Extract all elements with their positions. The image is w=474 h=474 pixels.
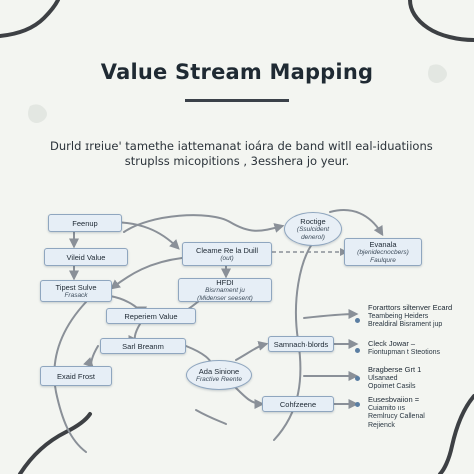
page-subtitle: Durld ɪrɐiue' tamethe iattemanat ioára d… [50,139,433,169]
node-feenup-label: Feenup [72,218,98,228]
node-samnach[interactable]: Samnach·blords [268,336,334,352]
node-roctige-sub2: denerol) [301,233,325,241]
connector-ada-to-samnach [235,340,269,361]
note-3-sub2: Opoimet Casils [368,383,416,390]
note-1: Forarttors siltenver Ecard Teambeing Hei… [368,303,453,330]
note-1-sub: Teambeing Heiders [368,312,429,320]
node-sarl-label: Sarl Breanm [122,341,164,351]
note-2-sub: Fiontupman t Steotions [368,348,440,356]
connector-sarl-to-exaid [83,345,99,368]
node-ada-sinione[interactable]: Ada Sinione Fractive Reente [186,360,252,390]
node-tipest-sub: Frasack [64,291,88,299]
node-hfdi-sub2: (Midenser seesent) [197,294,253,302]
node-roctige-sub: (Ssulcident [296,226,330,233]
note-2-dot [355,348,360,353]
node-samnach-label: Samnach·blords [273,339,329,349]
node-evanala-sub2: Faulqure [370,256,396,264]
node-cleame[interactable]: Cleame Re la Duill (out) [182,242,272,266]
page-title: Value Stream Mapping [100,60,374,84]
note-4-lead: Eusesbvaiion = [368,395,420,404]
node-vileid-label: Vileid Value [66,252,106,262]
connector-cleame-to-tipest [110,257,183,290]
note-3-label: Bragberse Grt 1 [368,365,422,374]
node-evanala-label: Evanala [369,240,397,249]
note-2-label: Cleck Jowar – [368,339,416,348]
subtitle-line-2: struplss micopitions , 3esshera jo yeur. [124,154,350,168]
note-4-sub2: Rejienck [368,421,395,429]
node-exaid-frost[interactable]: Exaid Frost [40,366,112,386]
node-cleame-label: Cleame Re la Duill [195,245,259,255]
subtitle-line-1: Durld ɪrɐiue' tamethe iattemanat ioára d… [50,139,433,153]
node-sarl-breanm[interactable]: Sarl Breanm [100,338,186,354]
note-2: Cleck Jowar – Fiontupman t Steotions [368,339,440,357]
node-roctige[interactable]: Roctige (Ssulcident denerol) [284,212,342,246]
note-4-dot [355,402,360,407]
connector-to-note1 [303,309,359,320]
node-cohfzeene-label: Cohfzeene [279,399,317,409]
node-cohfzeene[interactable]: Cohfzeene [262,396,334,412]
node-hfdi-label: HFDI [216,278,234,287]
connector-loop-to-roctige [123,214,285,233]
node-cleame-sub: (out) [220,254,234,262]
note-3: Bragberse Grt 1 Ulsanaed Opoimet Casils [368,365,422,392]
node-reperiem-value[interactable]: Reperiem Value [106,308,196,324]
decor-curve-bottom-right [438,394,474,474]
note-3-sub: Ulsanaed [368,374,398,382]
note-4: Eusesbvaiion = Cuiamito ııs Remlrucy Cal… [368,395,425,430]
decor-curve-top-right [408,0,474,42]
node-evanala[interactable]: Evanala (bjenidecnocbers) Faulqure [344,238,422,266]
node-tipest-label: Tipest Sulve [55,282,97,292]
title-underline [185,99,289,102]
node-tipest-sulve[interactable]: Tipest Sulve Frasack [40,280,112,302]
decor-curve-bottom-left [18,412,92,474]
node-ada-sub: Fractive Reente [196,375,242,383]
node-ada-label: Ada Sinione [198,366,240,376]
node-vileid-value[interactable]: Vileid Value [44,248,128,266]
note-4-label: Cuiamito ııs [368,404,405,412]
note-4-sub: Remlrucy Callenal [368,413,425,420]
node-hfdi[interactable]: HFDI Bisrnament ju (Midenser seesent) [178,278,272,302]
node-hfdi-sub: Bisrnament ju [205,287,245,294]
note-1-sub2: Brealdiral Bisrament jup [368,321,443,328]
note-3-dot [355,376,360,381]
node-reperiem-label: Reperiem Value [124,311,178,321]
decor-curve-top-left [0,0,60,38]
note-1-label: Forarttors siltenver Ecard [368,303,453,312]
connector-roctige-to-evanala [329,209,384,237]
node-exaid-label: Exaid Frost [57,371,95,381]
connector-left-loop [53,301,87,453]
connector-cohfzeene-tail [195,409,227,425]
decor-smudge-right [428,64,447,83]
node-evanala-sub: (bjenidecnocbers) [357,249,409,256]
connector-ada-to-cohfzeene [235,387,265,409]
decor-smudge-left [28,104,47,123]
node-feenup[interactable]: Feenup [48,214,122,232]
note-1-dot [355,318,360,323]
node-roctige-label: Roctige [300,217,326,226]
